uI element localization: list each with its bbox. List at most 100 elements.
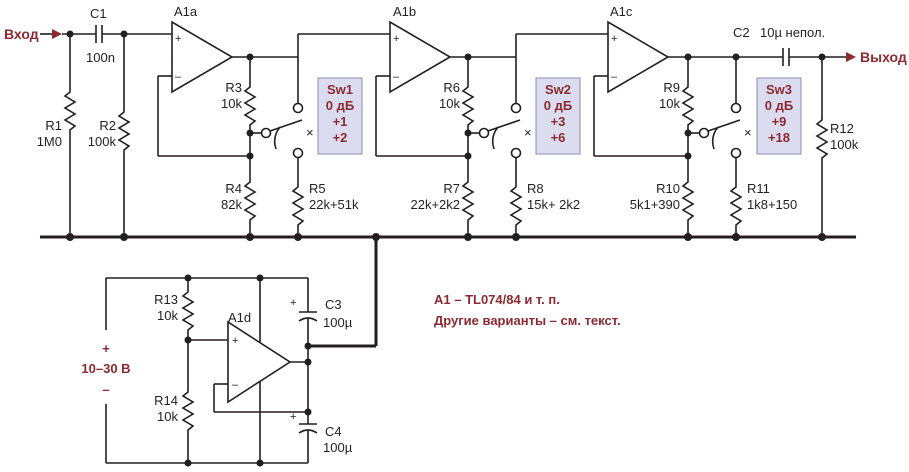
- a1c-ref: A1c: [610, 4, 633, 19]
- r1-value: 1M0: [37, 134, 62, 149]
- power-supply-section: [105, 274, 318, 467]
- r10-ref: R10: [656, 181, 680, 196]
- supply-voltage: 10–30 В: [81, 361, 130, 376]
- r2-value: 100k: [88, 134, 117, 149]
- output-section: [782, 48, 856, 237]
- sw2-name: Sw2: [545, 82, 571, 97]
- r8-ref: R8: [527, 181, 544, 196]
- r11-resistor: [730, 182, 742, 230]
- c4-value: 100µ: [323, 440, 353, 455]
- sw2-line-2: +3: [551, 114, 566, 129]
- sw1-name: Sw1: [327, 82, 353, 97]
- opamp-a1b: [389, 20, 452, 94]
- sw2-wiper: [487, 119, 521, 132]
- c3-ref: C3: [325, 297, 342, 312]
- sw3-name: Sw3: [766, 82, 792, 97]
- sw1-label-box: [317, 77, 363, 155]
- r4-resistor: [244, 177, 256, 225]
- note-line-1: A1 – TL074/84 и т. п.: [434, 292, 560, 307]
- r8-resistor: [510, 182, 522, 230]
- r3-value: 10k: [221, 96, 242, 111]
- sw1-line-1: 0 дБ: [326, 98, 354, 113]
- r4-value: 82k: [221, 197, 242, 212]
- r14-resistor: [182, 387, 194, 435]
- c1-ref: C1: [90, 6, 107, 21]
- c2-ref: C2: [733, 25, 750, 40]
- r13-ref: R13: [154, 292, 178, 307]
- r9-ref: R9: [663, 80, 680, 95]
- c4-polarity: +: [290, 411, 296, 423]
- a1d-minus-sign: –: [232, 379, 239, 391]
- r10-value: 5k1+390: [630, 197, 680, 212]
- r1-ref: R1: [45, 118, 62, 133]
- r5-value: 22k+51k: [309, 197, 359, 212]
- sw3-marker: ×: [744, 125, 752, 140]
- c1-value: 100n: [86, 50, 115, 65]
- opamp-a1a: [171, 20, 234, 94]
- sw1-arc: [273, 126, 281, 150]
- c3-value: 100µ: [323, 315, 353, 330]
- r9-value: 10k: [659, 96, 680, 111]
- c3-polarity: +: [290, 297, 296, 309]
- a1b-plus-sign: +: [393, 33, 399, 45]
- sw2-arc: [491, 126, 499, 150]
- r8-value: 15k+ 2k2: [527, 197, 580, 212]
- sw3-wiper: [707, 119, 741, 132]
- r7-resistor: [462, 177, 474, 225]
- supply-plus: +: [102, 341, 110, 356]
- r11-value: 1k8+150: [747, 197, 797, 212]
- a1a-plus-sign: +: [175, 33, 181, 45]
- r7-value: 22k+2k2: [410, 197, 460, 212]
- a1d-ref: A1d: [228, 310, 251, 325]
- r5-ref: R5: [309, 181, 326, 196]
- sw1-line-3: +2: [333, 130, 348, 145]
- r13-resistor: [182, 287, 194, 335]
- r5-resistor: [292, 182, 304, 230]
- a1b-minus-sign: –: [393, 71, 400, 83]
- r6-resistor: [462, 82, 474, 130]
- a1c-plus-sign: +: [611, 33, 617, 45]
- sw2-label-box: [535, 77, 581, 155]
- sw2-line-3: +6: [551, 130, 566, 145]
- a1b-ref: A1b: [393, 4, 416, 19]
- sw2-line-1: 0 дБ: [544, 98, 572, 113]
- r6-ref: R6: [443, 80, 460, 95]
- sw1-line-2: +1: [333, 114, 348, 129]
- stage-a1c: [593, 20, 783, 237]
- opamp-a1d: [227, 320, 292, 404]
- r13-value: 10k: [157, 308, 178, 323]
- sw1-wiper: [269, 119, 303, 132]
- r6-value: 10k: [439, 96, 460, 111]
- r14-ref: R14: [154, 393, 178, 408]
- r4-ref: R4: [225, 181, 242, 196]
- r3-resistor: [244, 82, 256, 130]
- sw3-label-box: [756, 77, 802, 155]
- c2-value: 10µ непол.: [760, 25, 825, 40]
- supply-minus: –: [102, 382, 109, 397]
- input-label: Вход: [4, 26, 39, 42]
- c4-ref: C4: [325, 424, 342, 439]
- sw3-line-2: +9: [772, 114, 787, 129]
- input-arrow-icon: [52, 29, 62, 39]
- r11-ref: R11: [747, 181, 770, 196]
- a1c-minus-sign: –: [611, 71, 618, 83]
- output-label: Выход: [860, 49, 907, 65]
- sw3-line-1: 0 дБ: [765, 98, 793, 113]
- r2-resistor: [118, 107, 130, 155]
- stage-a1b: [375, 20, 608, 237]
- note-line-2: Другие варианты – см. текст.: [434, 313, 621, 328]
- sw1-marker: ×: [306, 125, 314, 140]
- a1a-minus-sign: –: [175, 71, 182, 83]
- a1d-plus-sign: +: [232, 335, 238, 347]
- input-section: [40, 25, 172, 237]
- r3-ref: R3: [225, 80, 242, 95]
- r7-ref: R7: [443, 181, 460, 196]
- r10-resistor: [682, 177, 694, 225]
- r2-ref: R2: [99, 118, 116, 133]
- sw3-arc: [711, 126, 719, 150]
- r12-ref: R12: [830, 121, 854, 136]
- r12-value: 100k: [830, 137, 859, 152]
- opamp-a1c: [607, 20, 670, 94]
